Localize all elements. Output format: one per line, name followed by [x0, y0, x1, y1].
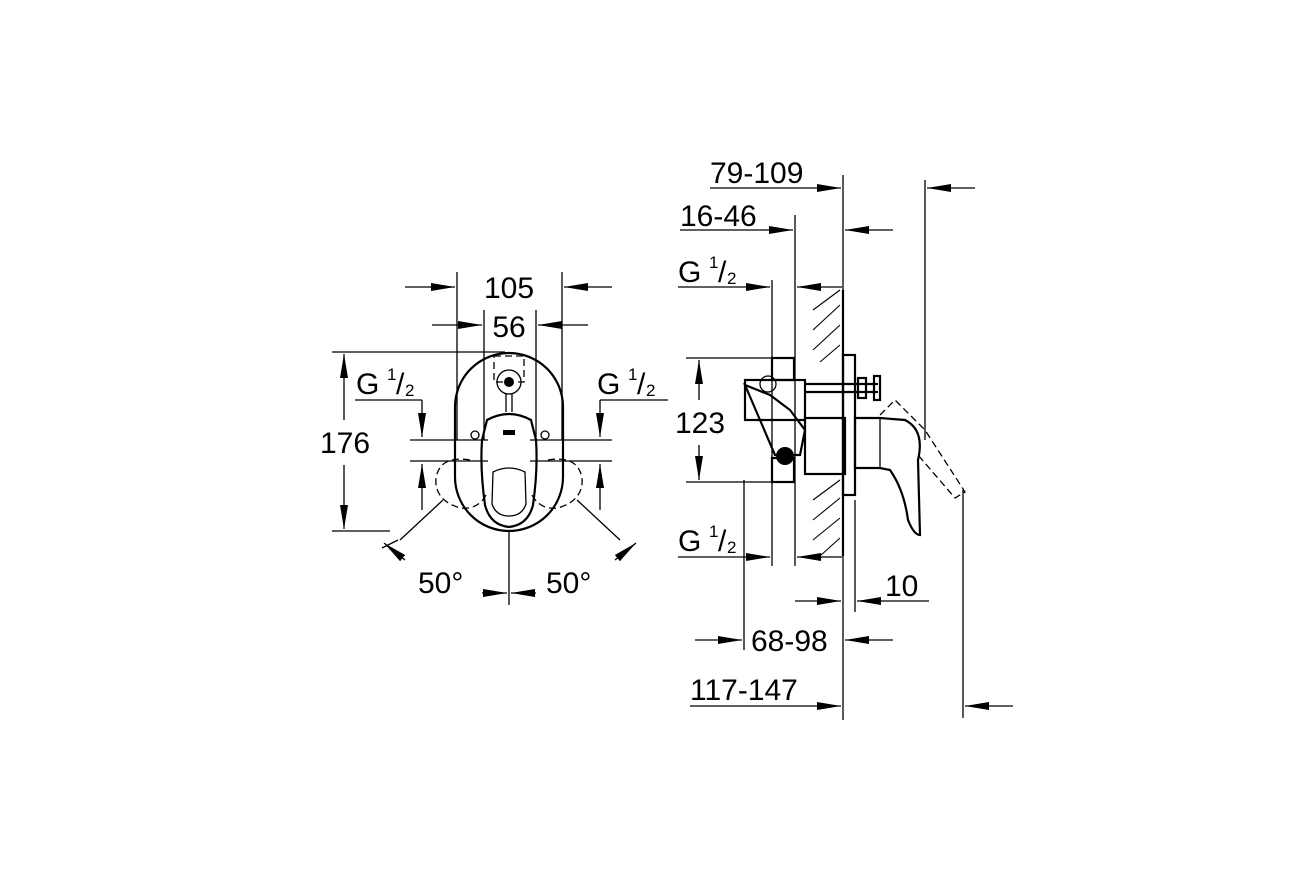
g-right-den: 2	[646, 381, 655, 400]
screw-left	[470, 430, 480, 440]
outlet-port	[776, 447, 794, 465]
lever-swing-right-hidden	[531, 458, 583, 509]
angle-right-arrow	[614, 542, 637, 562]
dim-bottom-2: 117-147	[690, 674, 798, 707]
diverter-nut	[759, 375, 777, 393]
angle-left-line	[399, 499, 444, 541]
diverter-body-hidden	[493, 355, 525, 383]
g-left-den: 2	[405, 381, 414, 400]
dim-width-inner: 56	[492, 311, 525, 344]
g-left-num: 1	[387, 365, 396, 384]
g-bottom-slash: /	[718, 525, 727, 558]
angle-left-arrow	[383, 542, 406, 562]
g-top-slash: /	[718, 256, 727, 289]
g-right-label: G	[597, 368, 620, 401]
g-bottom-den: 2	[727, 538, 736, 557]
g-top-label: G	[678, 256, 701, 289]
dim-plate: 10	[885, 570, 918, 603]
valve-body-cartridge	[803, 416, 847, 476]
g-left-label: G	[356, 368, 379, 401]
g-top-den: 2	[727, 269, 736, 288]
g-bottom-num: 1	[709, 522, 718, 541]
wall-hatch	[812, 289, 841, 557]
screw-right	[540, 430, 550, 440]
g-bottom-label: G	[678, 525, 701, 558]
dim-width-outer: 105	[484, 272, 534, 305]
g-right-num: 1	[628, 365, 637, 384]
lever-side-hidden	[879, 399, 966, 499]
diverter-cap	[856, 376, 868, 400]
dim-top-1: 79-109	[710, 157, 803, 190]
dim-top-2: 16-46	[680, 200, 757, 233]
g-top-num: 1	[709, 253, 718, 272]
lever-swing-left-hidden	[435, 458, 487, 509]
dim-height: 176	[320, 427, 370, 460]
lever-grip	[491, 467, 527, 517]
angle-right-line	[576, 499, 621, 541]
dim-spacing: 123	[675, 407, 725, 440]
g-left-slash: /	[396, 368, 405, 401]
angle-right-label: 50°	[546, 567, 591, 600]
side-view: 79-109 16-46 G 1 / 2 123 G 1 / 2 10	[675, 157, 1013, 720]
front-view: 105 56 176 G	[320, 272, 668, 605]
angle-left-label: 50°	[418, 567, 463, 600]
valve-body-diagonal	[742, 382, 807, 457]
lever-handle	[480, 412, 538, 529]
lever-side	[853, 416, 922, 537]
lever-indicator	[503, 430, 515, 435]
top-port	[770, 356, 796, 382]
diverter-knob-side	[872, 374, 882, 402]
dim-bottom-1: 68-98	[751, 625, 828, 658]
g-right-slash: /	[637, 368, 646, 401]
